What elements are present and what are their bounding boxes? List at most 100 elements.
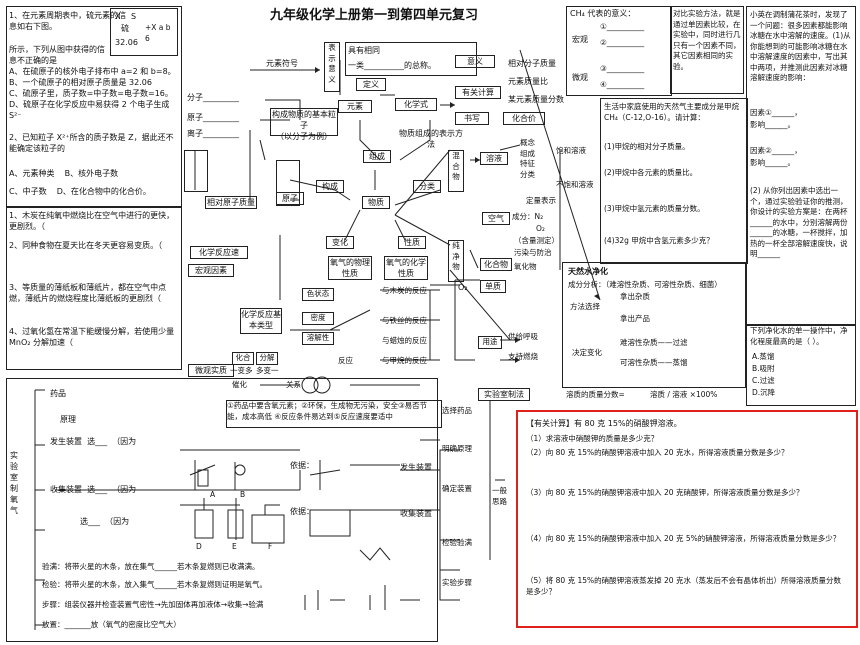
basis-2: 依据：: [290, 507, 314, 516]
q2-stem: 2、已知粒子 X²⁺所含的质子数是 Z，据此还不能确定该粒子的: [9, 133, 174, 153]
concept-label: 概念: [520, 138, 535, 147]
air-o2: O₂: [536, 224, 545, 233]
get-product: 拿出产品: [620, 314, 650, 323]
air-n2: 成分：N₂: [512, 212, 544, 221]
determine-device: 确定装置: [442, 484, 472, 493]
principle-label: 原理: [60, 415, 76, 424]
q1-opt-b: B、一个硫原子的相对原子质量是 32.06: [9, 78, 152, 87]
definition-box: 定义: [356, 78, 386, 91]
collector-label: 收集装置: [50, 485, 82, 494]
calc-box-q3: （3）向 80 克 15%的硝酸钾溶液中加入 20 克硝酸钾，所得溶液质量分数是…: [526, 488, 804, 497]
ch4-item-3: ③__________: [600, 64, 645, 73]
method-select: 方法选择: [570, 302, 600, 311]
air-pollution: 污染与防治: [514, 248, 552, 257]
choose-b: 选: [87, 485, 96, 494]
choose-reagent: 选择药品: [442, 406, 472, 415]
oxide-label: 氧化物: [514, 262, 537, 271]
reaction-rate-box: 化学反应速: [190, 246, 248, 259]
highlighted-calculation-box: [516, 410, 858, 628]
test-text: 检验：将带火星的木条，放入集气______若木条复燃则证明是氧气。: [42, 580, 267, 589]
purify-question-box: [746, 324, 856, 406]
tile-x: X: [115, 12, 121, 21]
atom-line: 原子_________: [187, 113, 239, 122]
air-box: 空气: [482, 212, 510, 225]
apparatus-d: D: [196, 542, 202, 551]
density-box: 密度: [302, 312, 334, 325]
q2-opt-a: A、元素种类: [9, 169, 55, 178]
collector-2: 收集装置: [400, 509, 432, 518]
generator-label: 发生装置: [50, 437, 82, 446]
molecule-label: 分子: [187, 93, 203, 102]
remove-impurity: 拿出杂质: [620, 292, 650, 301]
many-to-one: 多变一: [256, 366, 279, 375]
candle-reaction: 与蜡烛的反应: [382, 336, 427, 345]
basic-particles-title: 构成物质的基本粒子: [272, 110, 336, 130]
tile-shell: +X a b 6: [145, 23, 171, 43]
color-state-box: 色状态: [302, 288, 334, 301]
water-head: 天然水净化: [568, 267, 608, 276]
atom-label: 原子: [187, 113, 203, 122]
q1-opt-a: A、在硫原子的核外电子排布中 a=2 和 b=8。: [9, 67, 176, 76]
decomposition-box: 分解: [256, 352, 278, 365]
tile-mass: 32.06: [115, 38, 138, 47]
ch4-calc-q2: (2)甲烷中各元素的质量比。: [604, 168, 698, 177]
tile-name: 硫: [121, 24, 129, 33]
formula-box: 化学式: [395, 98, 437, 111]
rate-q4: 4、过氧化氢在常温下能缓慢分解，若使用少量 MnO₂ 分解加速（: [9, 327, 175, 347]
calc-box-q5: （5）将 80 克 15%的硝酸钾溶液蒸发掉 20 克水（蒸发后不会有晶体析出）…: [526, 576, 841, 596]
small-box-1: [184, 150, 208, 192]
composition-expression: 物质组成的表示方法: [399, 129, 463, 149]
tea-factor-1: 因素①______，: [750, 108, 802, 117]
because-b: （因为: [112, 485, 137, 494]
ch4-head: CH₄ 代表的意义：: [570, 9, 636, 18]
yilei-text: 一类: [348, 61, 364, 70]
related-calc-box: 有关计算: [455, 86, 501, 99]
placement-text: 放置：_______放（氧气的密度比空气大）: [42, 620, 181, 629]
relative-molecular-mass: 相对分子质量: [508, 59, 556, 68]
q2-opt-b: B、核外电子数: [64, 169, 119, 178]
air-content: （含量测定）: [514, 236, 559, 245]
use-box: 用途: [478, 336, 502, 349]
tea-effect-2: 影响______。: [750, 158, 795, 167]
mixture-box: 混合物: [448, 150, 464, 192]
relative-atomic-mass-box: 相对原子质量: [205, 196, 257, 209]
formula-meaning-box: 意义: [455, 55, 495, 68]
writing-box: 书写: [455, 112, 489, 125]
lab-method-box: 实验室制法: [478, 388, 530, 401]
element-box: 元素: [338, 100, 372, 113]
apparatus-f: F: [268, 542, 273, 551]
soluble-distill: 可溶性杂质——蒸馏: [620, 358, 688, 367]
ion-line: 离子_________: [187, 129, 239, 138]
calc-box-head: 【有关计算】有 80 克 15%的硝酸钾溶液。: [526, 419, 682, 428]
solubility-box: 溶解性: [302, 332, 334, 345]
element-mass-ratio: 元素质量比: [508, 77, 548, 86]
feature-label: 特征: [520, 159, 535, 168]
tea-question: 小英在调制蒲花茶时，发现了一个问题：很多因素都能影响冰糖在水中溶解的速度。(1)…: [750, 10, 851, 82]
tea-question-box: [746, 6, 856, 326]
q1-ask: 所示，下列从图中获得的信息不正确的是: [9, 45, 105, 65]
micro-essence-box: 微观实质: [188, 364, 234, 377]
class-label: 分类: [520, 169, 535, 179]
methane-reaction: 与甲烷的反应: [382, 356, 427, 365]
catalysis-label: 催化: [232, 380, 247, 389]
water-purify-box: [562, 262, 746, 388]
ch4-calc-q3: (3)甲烷中氢元素的质量分数。: [604, 204, 705, 213]
rate-questions-box: [6, 206, 182, 370]
purify-opt-a: A.蒸馏: [752, 352, 775, 361]
ch4-calc-q1: (1)甲烷的相对分子质量。: [604, 142, 690, 151]
o2-node: O₂: [458, 283, 468, 292]
atom-box: 原子: [276, 192, 304, 205]
substance-box: 物质: [362, 196, 390, 209]
tile-s: S: [131, 12, 137, 21]
element-mass-fraction: 某元素质量分数: [508, 95, 564, 104]
ch4-calc-box: [600, 98, 748, 264]
tea-factor-2: 因素②______，: [750, 146, 802, 155]
tea-effect-1: 影响______。: [750, 120, 795, 129]
change-box: 变化: [326, 236, 354, 249]
property-box: 性质: [398, 236, 426, 249]
ch4-calc-q4: (4)32g 甲烷中含氢元素多少克？: [604, 236, 714, 245]
purify-opt-d: D.沉降: [752, 388, 776, 397]
reagent-label: 药品: [50, 389, 66, 398]
basis-1: 依据：: [290, 461, 314, 470]
